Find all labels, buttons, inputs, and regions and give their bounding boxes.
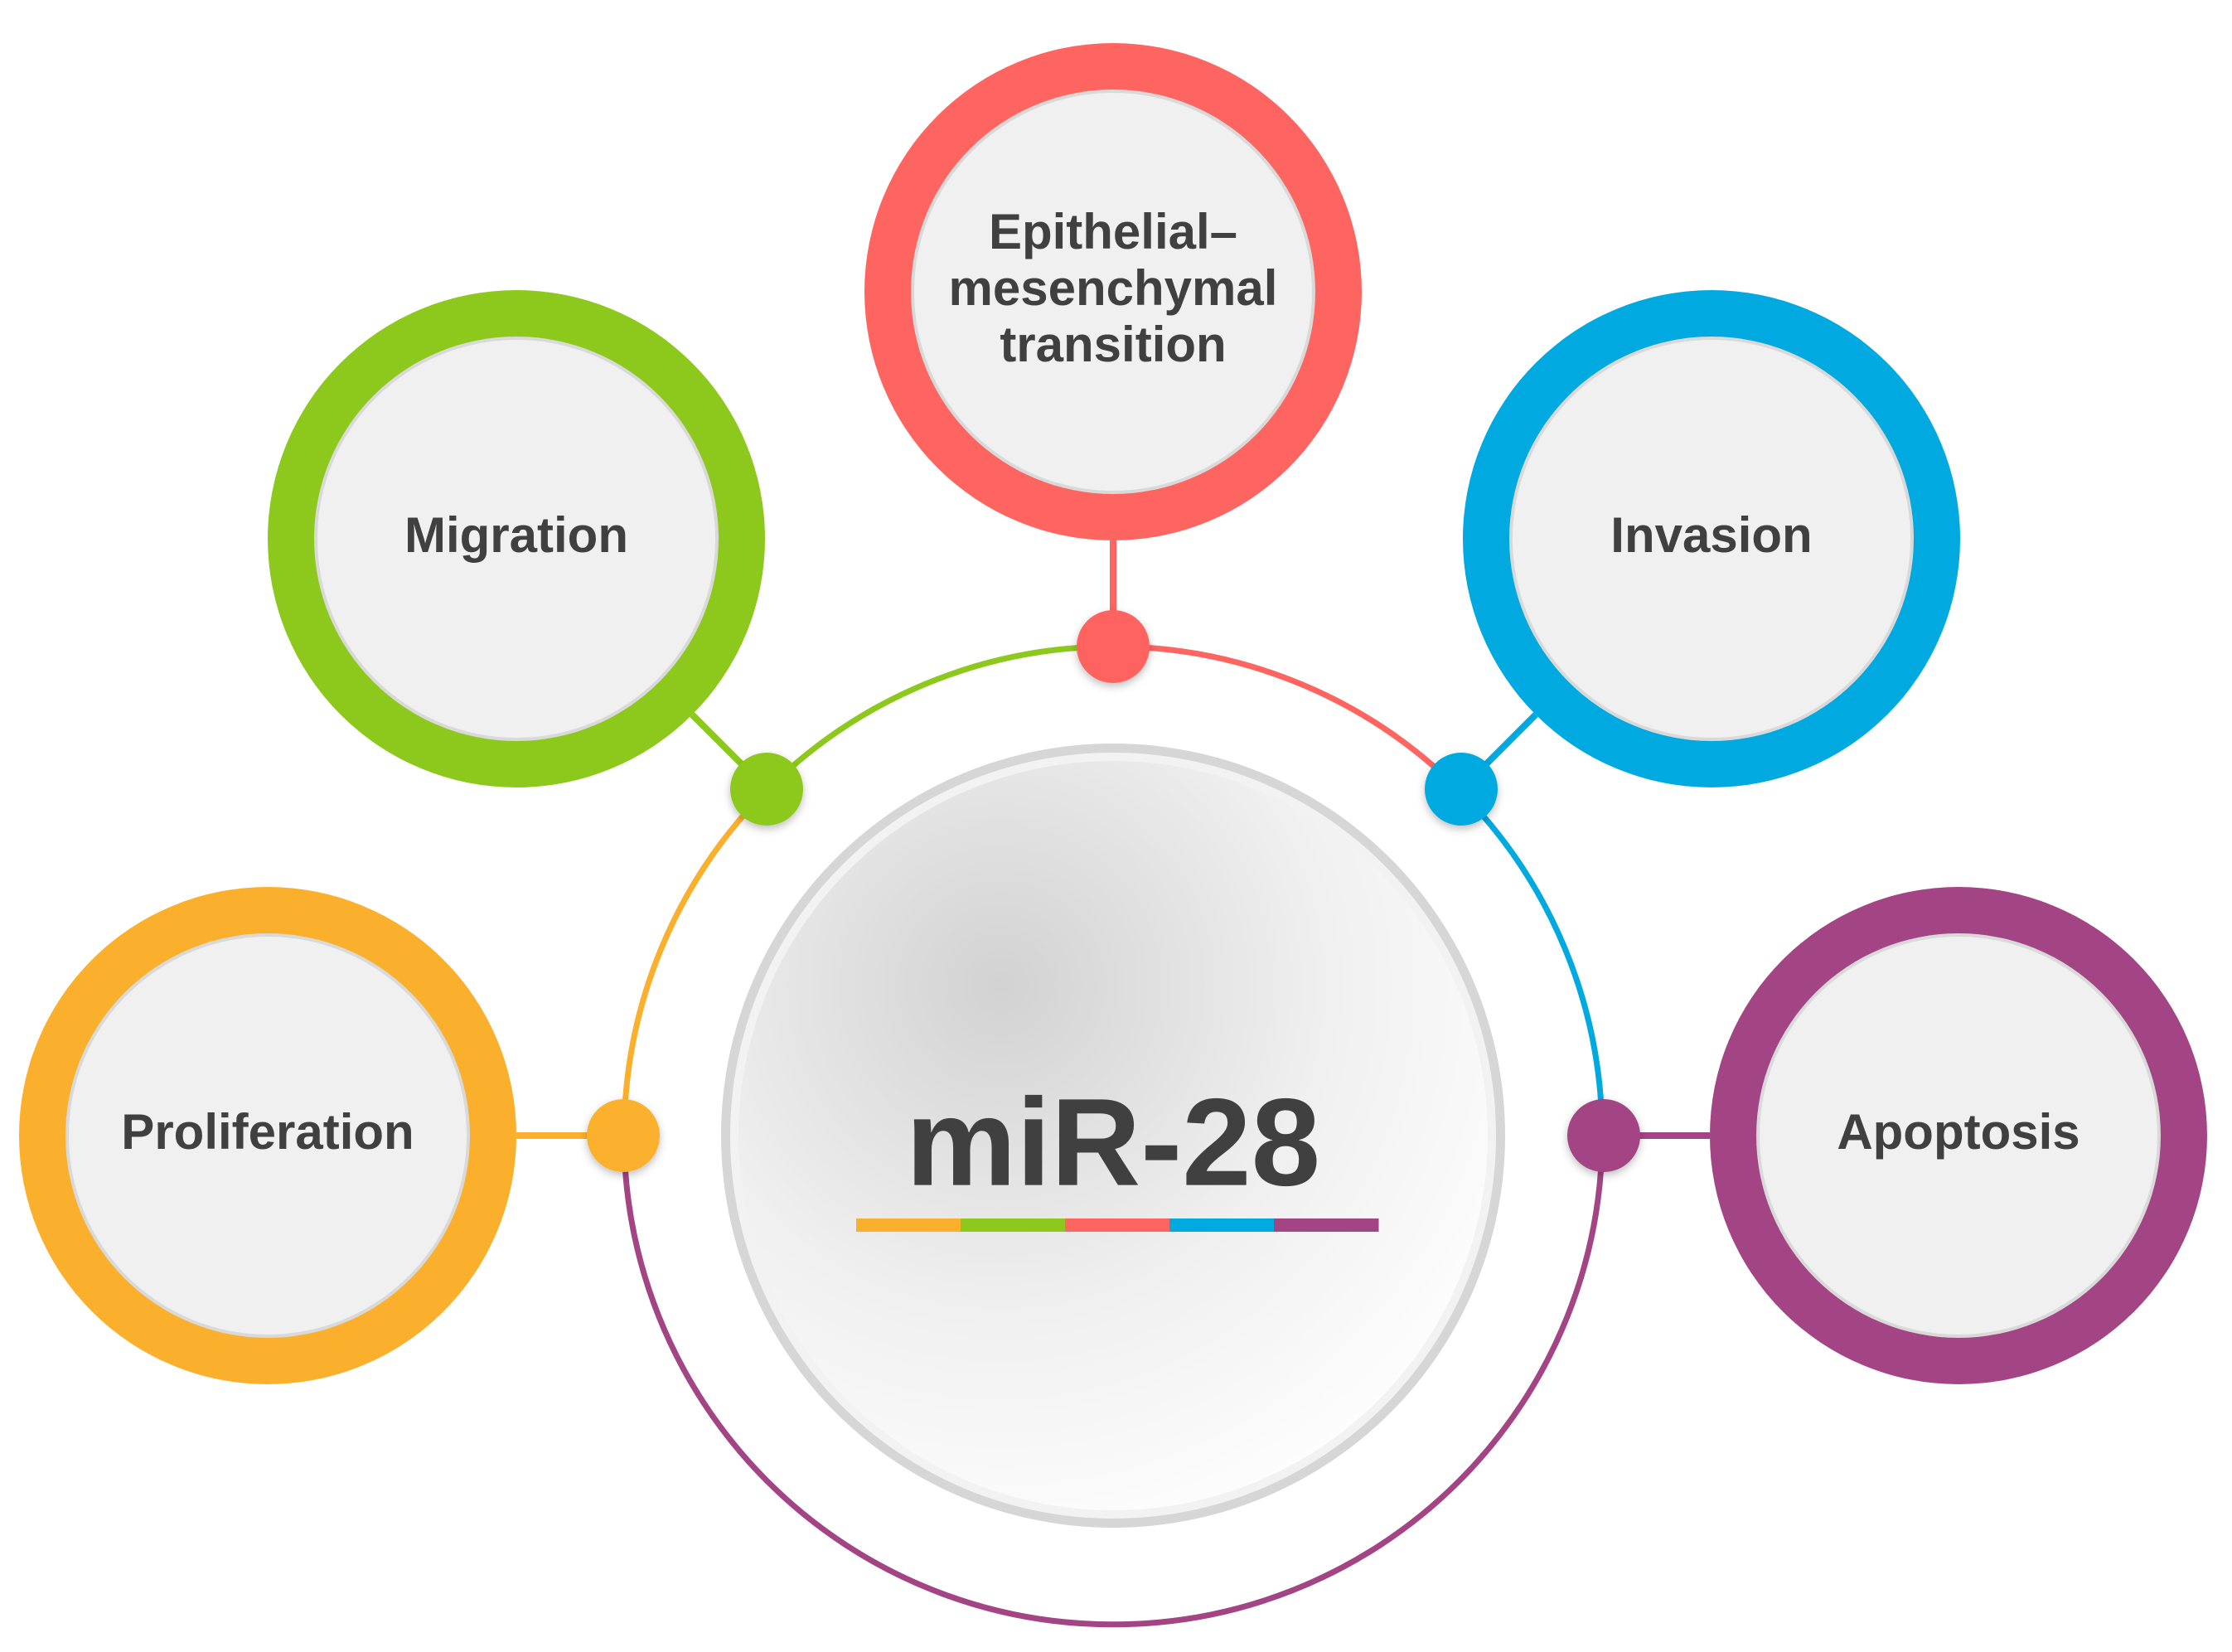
junction-dot-apoptosis: [1567, 1099, 1640, 1172]
node-inner-invasion: [1513, 340, 1910, 738]
junction-dot-migration: [730, 753, 803, 826]
color-legend-bar: [856, 1218, 1379, 1232]
node-apoptosis: Apoptosis: [1710, 887, 2207, 1384]
junction-dots: [587, 610, 1640, 1172]
node-inner-emt: [914, 93, 1312, 491]
outer-nodes: Proliferation Migration Epithelial–mesench…: [19, 43, 2207, 1384]
node-migration: Migration: [268, 290, 765, 787]
junction-dot-proliferation: [587, 1099, 660, 1172]
node-proliferation: Proliferation: [19, 887, 516, 1384]
ring-arc-apoptosis: [621, 1135, 1605, 1628]
node-inner-proliferation: [69, 937, 467, 1335]
node-label-migration: Migration: [404, 507, 628, 563]
legend-bar-segment-proliferation: [856, 1218, 961, 1232]
legend-bar-segment-migration: [961, 1218, 1066, 1232]
legend-bar-segment-invasion: [1169, 1218, 1275, 1232]
center-node: miR-28: [721, 744, 1505, 1528]
legend-bar-segment-emt: [1065, 1218, 1170, 1232]
node-label-emt-line-2: mesenchymal: [949, 260, 1278, 316]
node-invasion: Invasion: [1463, 290, 1960, 787]
junction-dot-emt: [1077, 610, 1150, 683]
node-label-proliferation: Proliferation: [121, 1104, 414, 1160]
node-label-invasion: Invasion: [1610, 507, 1812, 563]
node-inner-apoptosis: [1760, 937, 2157, 1335]
junction-dot-invasion: [1425, 753, 1498, 826]
center-circle: [738, 761, 1488, 1510]
ring-arc-invasion: [1456, 787, 1605, 1136]
ring-arc-migration: [765, 643, 1114, 792]
node-inner-migration: [317, 340, 715, 738]
connector-ring: [621, 643, 1605, 1628]
node-label-emt-line-1: Epithelial–: [989, 204, 1237, 259]
ring-arc-proliferation: [621, 787, 770, 1136]
center-title: miR-28: [906, 1073, 1320, 1212]
ring-arc-emt: [1112, 643, 1461, 792]
node-label-emt-line-3: transition: [1000, 317, 1226, 372]
legend-bar-segment-apoptosis: [1274, 1218, 1379, 1232]
node-label-apoptosis: Apoptosis: [1837, 1104, 2079, 1160]
